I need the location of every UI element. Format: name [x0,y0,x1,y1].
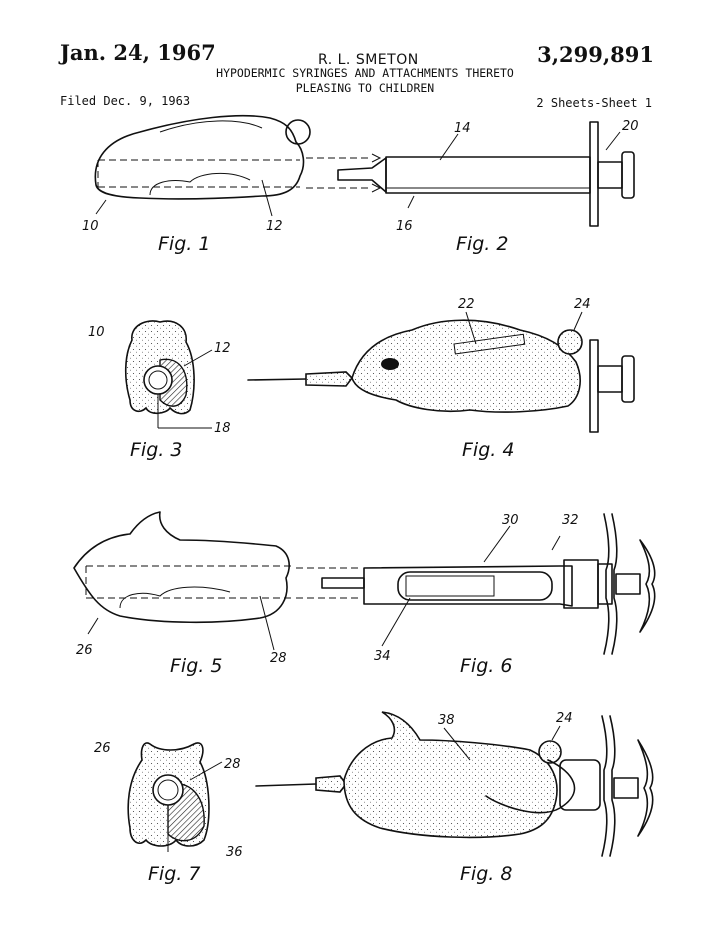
filed-date: Filed Dec. 9, 1963 [60,94,191,108]
fig1-label: Fig. 1 [158,233,210,255]
ref-30: 30 [502,513,519,528]
sheet-count: 2 Sheets-Sheet 1 [536,96,652,110]
patent-number: 3,299,891 [537,42,654,67]
fig3-end-view [124,320,212,429]
ref-10-fig1: 10 [82,219,99,234]
ref-26-fig5: 26 [76,643,93,658]
ref-16: 16 [396,219,413,234]
ref-28-fig7: 28 [224,757,241,772]
ref-28-fig5: 28 [270,651,287,666]
ref-34: 34 [374,649,391,664]
leader-lines [87,131,621,781]
ref-12-fig1: 12 [266,219,283,234]
ref-24-fig8: 24 [556,711,573,726]
ref-20: 20 [622,119,639,134]
fig3-label: Fig. 3 [130,439,182,461]
ref-24-fig4: 24 [574,297,591,312]
ref-36: 36 [226,845,243,860]
ref-38: 38 [438,713,455,728]
patent-title-line1: HYPODERMIC SYRINGES AND ATTACHMENTS THER… [216,66,514,80]
ref-32: 32 [562,513,579,528]
ref-18: 18 [214,421,231,436]
ref-10-fig3: 10 [88,325,105,340]
fig8-label: Fig. 8 [460,863,512,885]
fig5-label: Fig. 5 [170,655,222,677]
fig8-assembled-syringe [255,711,654,857]
fig7-label: Fig. 7 [148,863,200,885]
fig1-rabbit-sleeve [94,114,311,200]
patent-date: Jan. 24, 1967 [60,40,216,65]
fig4-assembled-syringe [247,319,635,433]
ref-22: 22 [458,297,475,312]
patent-title: HYPODERMIC SYRINGES AND ATTACHMENTS THER… [180,66,550,96]
fig4-label: Fig. 4 [462,439,514,461]
ref-26-fig7: 26 [94,741,111,756]
fig6-cartridge-syringe [321,513,656,655]
fig7-end-view [127,742,210,852]
patent-title-line2: PLEASING TO CHILDREN [295,81,435,95]
inventor-name: R. L. SMETON [318,52,419,68]
fig6-label: Fig. 6 [460,655,512,677]
fig2-label: Fig. 2 [456,233,508,255]
fig1-to-fig2-arrows [306,153,382,193]
fig5-animal-sleeve [73,511,360,624]
ref-12-fig3: 12 [214,341,231,356]
fig2-syringe [337,121,635,227]
ref-14: 14 [454,121,471,136]
